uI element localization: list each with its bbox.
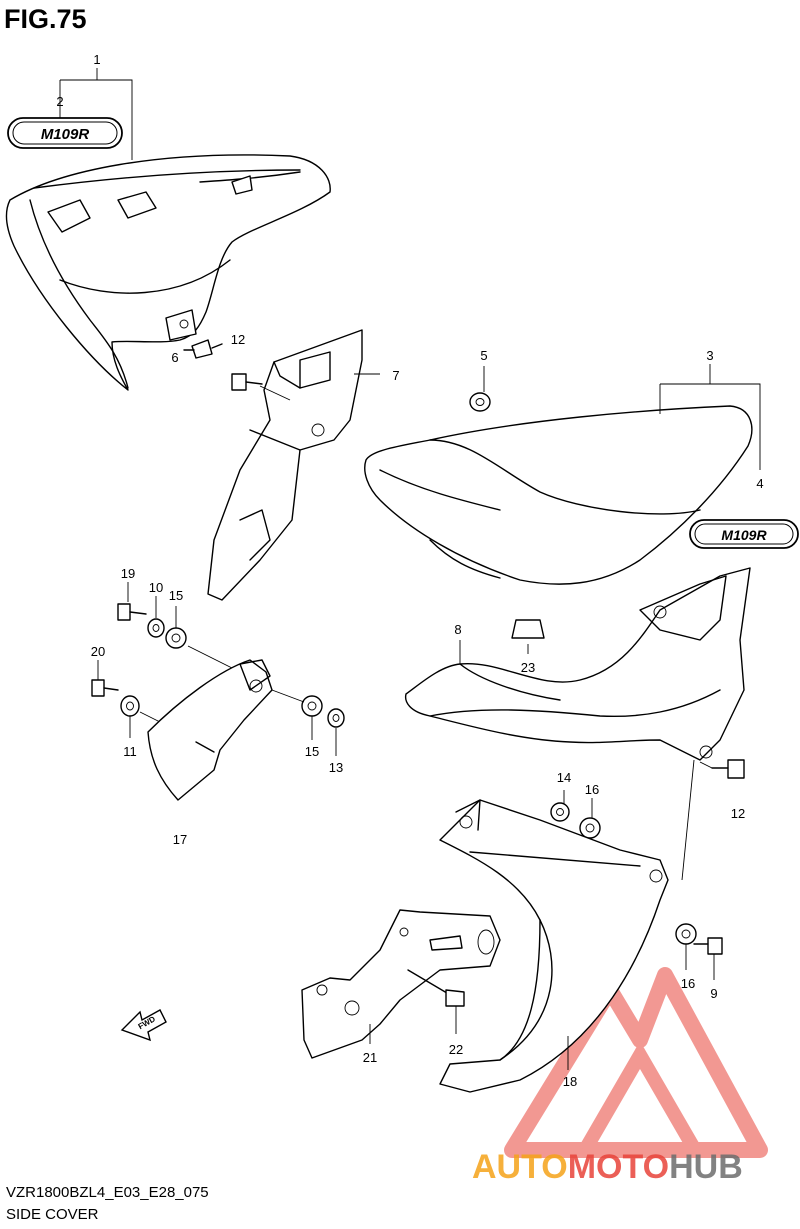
leader-8-18	[681, 759, 695, 881]
figure-title: FIG.75	[4, 4, 87, 34]
callout-6: 6	[171, 350, 178, 365]
footer-code: VZR1800BZL4_E03_E28_075	[6, 1184, 209, 1201]
callout-5: 5	[480, 348, 487, 363]
callout-15-upper: 15	[169, 588, 183, 603]
callout-12-upper: 12	[231, 332, 245, 347]
watermark-moto: MOTO	[568, 1148, 669, 1186]
emblem-4-text: M109R	[721, 527, 767, 543]
leader-12-right	[699, 761, 713, 769]
part-10-washer	[147, 618, 165, 638]
callout-12-right: 12	[731, 806, 745, 821]
leader-1-2	[59, 68, 133, 160]
watermark-hub: HUB	[669, 1148, 743, 1186]
part-6-screw	[183, 339, 223, 359]
part-1-left-side-cover	[5, 154, 331, 391]
callout-3: 3	[706, 348, 713, 363]
callout-2: 2	[56, 94, 63, 109]
leader-15-lower-link	[271, 689, 305, 703]
callout-16-upper: 16	[585, 782, 599, 797]
part-20-screw	[91, 679, 119, 697]
callout-7: 7	[392, 368, 399, 383]
leader-12-upper	[259, 385, 291, 401]
part-15-grommet-upper	[165, 627, 187, 649]
callout-1: 1	[93, 52, 100, 67]
part-17-cover	[147, 659, 273, 801]
callout-18: 18	[563, 1074, 577, 1089]
part-5-grommet	[469, 392, 491, 412]
callout-15-lower: 15	[305, 744, 319, 759]
callout-4: 4	[756, 476, 763, 491]
leader-3-4	[659, 364, 761, 470]
callout-10: 10	[149, 580, 163, 595]
callout-22: 22	[449, 1042, 463, 1057]
watermark-text: AUTOMOTOHUB	[472, 1148, 743, 1186]
callout-17: 17	[173, 832, 187, 847]
part-14-collar	[550, 802, 570, 822]
part-16-grommet-upper	[579, 817, 601, 839]
part-23-pad	[511, 619, 545, 639]
part-21-bracket-plate	[301, 909, 501, 1059]
part-8-bracket	[404, 567, 751, 761]
callout-8: 8	[454, 622, 461, 637]
part-13-collar	[327, 708, 345, 728]
part-12-screw-right	[711, 759, 745, 779]
callout-9: 9	[710, 986, 717, 1001]
part-19-screw	[117, 603, 147, 621]
part-15-grommet-lower	[301, 695, 323, 717]
callout-19: 19	[121, 566, 135, 581]
part-9-screw	[693, 937, 723, 955]
part-4-emblem: M109R	[689, 519, 799, 549]
callout-13: 13	[329, 760, 343, 775]
part-22-bolt	[407, 969, 465, 1007]
callout-14: 14	[557, 770, 571, 785]
callout-16-lower: 16	[681, 976, 695, 991]
watermark-auto: AUTO	[472, 1148, 568, 1186]
svg-text:AUTOMOTOHUB: AUTOMOTOHUB	[472, 1148, 743, 1186]
emblem-2-text: M109R	[41, 126, 90, 143]
part-7-bracket	[207, 329, 363, 601]
part-18-frame-cover	[439, 799, 669, 1093]
callout-20: 20	[91, 644, 105, 659]
callout-23: 23	[521, 660, 535, 675]
part-3-right-side-cover	[364, 405, 753, 585]
callout-21: 21	[363, 1050, 377, 1065]
part-2-emblem: M109R	[7, 117, 123, 149]
footer-name: SIDE COVER	[6, 1206, 99, 1223]
part-12-screw-upper	[231, 373, 263, 391]
part-16-grommet-lower	[675, 923, 697, 945]
callout-11: 11	[123, 744, 137, 759]
callout-labels: 1 2 3 4 5 6 7 8 9 10 11 12 12 13 14 15 1…	[56, 52, 763, 1089]
part-11-grommet	[120, 695, 140, 717]
fwd-arrow-icon: FWD	[120, 1009, 167, 1042]
